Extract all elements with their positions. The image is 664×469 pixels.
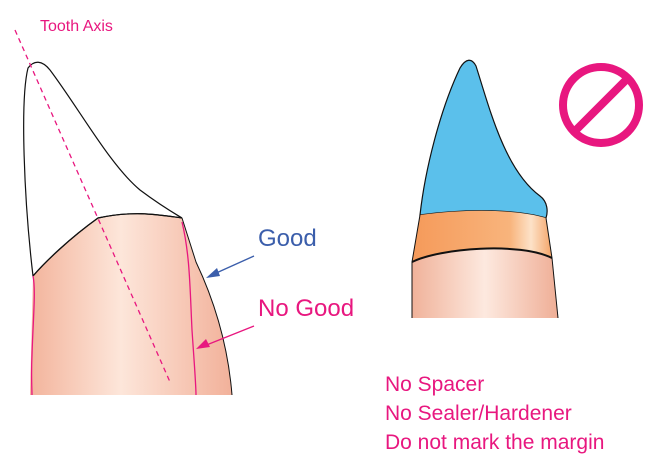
good-arrow <box>206 256 254 278</box>
right-tooth-root <box>412 248 558 318</box>
right-tooth-crown <box>420 60 547 218</box>
no-good-label: No Good <box>258 295 354 322</box>
right-tooth <box>412 60 558 318</box>
note-line: No Sealer/Hardener <box>385 402 572 425</box>
no-entry-icon <box>563 67 639 143</box>
notes-block: No Spacer No Sealer/Hardener Do not mark… <box>385 373 604 454</box>
good-label: Good <box>258 225 317 252</box>
note-line: No Spacer <box>385 373 484 396</box>
tooth-axis-label: Tooth Axis <box>40 18 113 35</box>
note-line: Do not mark the margin <box>385 431 604 454</box>
